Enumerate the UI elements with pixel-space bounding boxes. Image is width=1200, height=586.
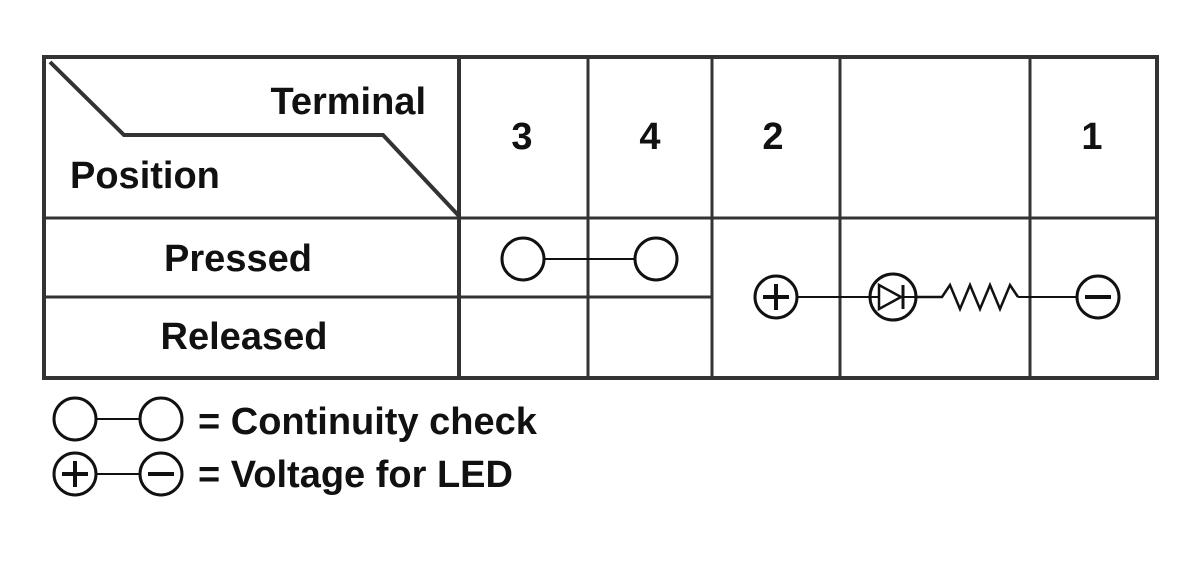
row-released-label: Released — [161, 316, 328, 358]
resistor-icon — [916, 281, 1020, 313]
legend-continuity-label: = Continuity check — [198, 401, 538, 443]
terminal-3-label: 3 — [511, 116, 532, 158]
table-grid — [42, 55, 1159, 380]
continuity-terminal-4-circle-icon — [633, 236, 679, 282]
minus-terminal-icon — [1075, 274, 1121, 320]
continuity-symbol-3-4 — [500, 236, 679, 282]
legend-continuity-right-circle-icon — [138, 396, 184, 442]
led-voltage-circuit — [753, 272, 1121, 322]
row-pressed-label: Pressed — [164, 238, 312, 280]
legend-minus-icon — [138, 451, 184, 497]
legend-voltage-label: = Voltage for LED — [198, 454, 513, 496]
continuity-terminal-3-circle-icon — [500, 236, 546, 282]
header-position-label: Position — [70, 155, 220, 197]
terminal-1-label: 1 — [1081, 116, 1102, 158]
terminal-4-label: 4 — [639, 116, 660, 158]
legend-voltage-symbol — [52, 451, 184, 497]
legend-continuity-symbol — [52, 396, 184, 442]
led-triangle — [877, 282, 904, 312]
header-terminal-label: Terminal — [270, 81, 426, 123]
legend-continuity-left-circle-icon — [52, 396, 98, 442]
terminal-2-label: 2 — [762, 116, 783, 158]
header-diagonal-divider — [48, 60, 461, 218]
